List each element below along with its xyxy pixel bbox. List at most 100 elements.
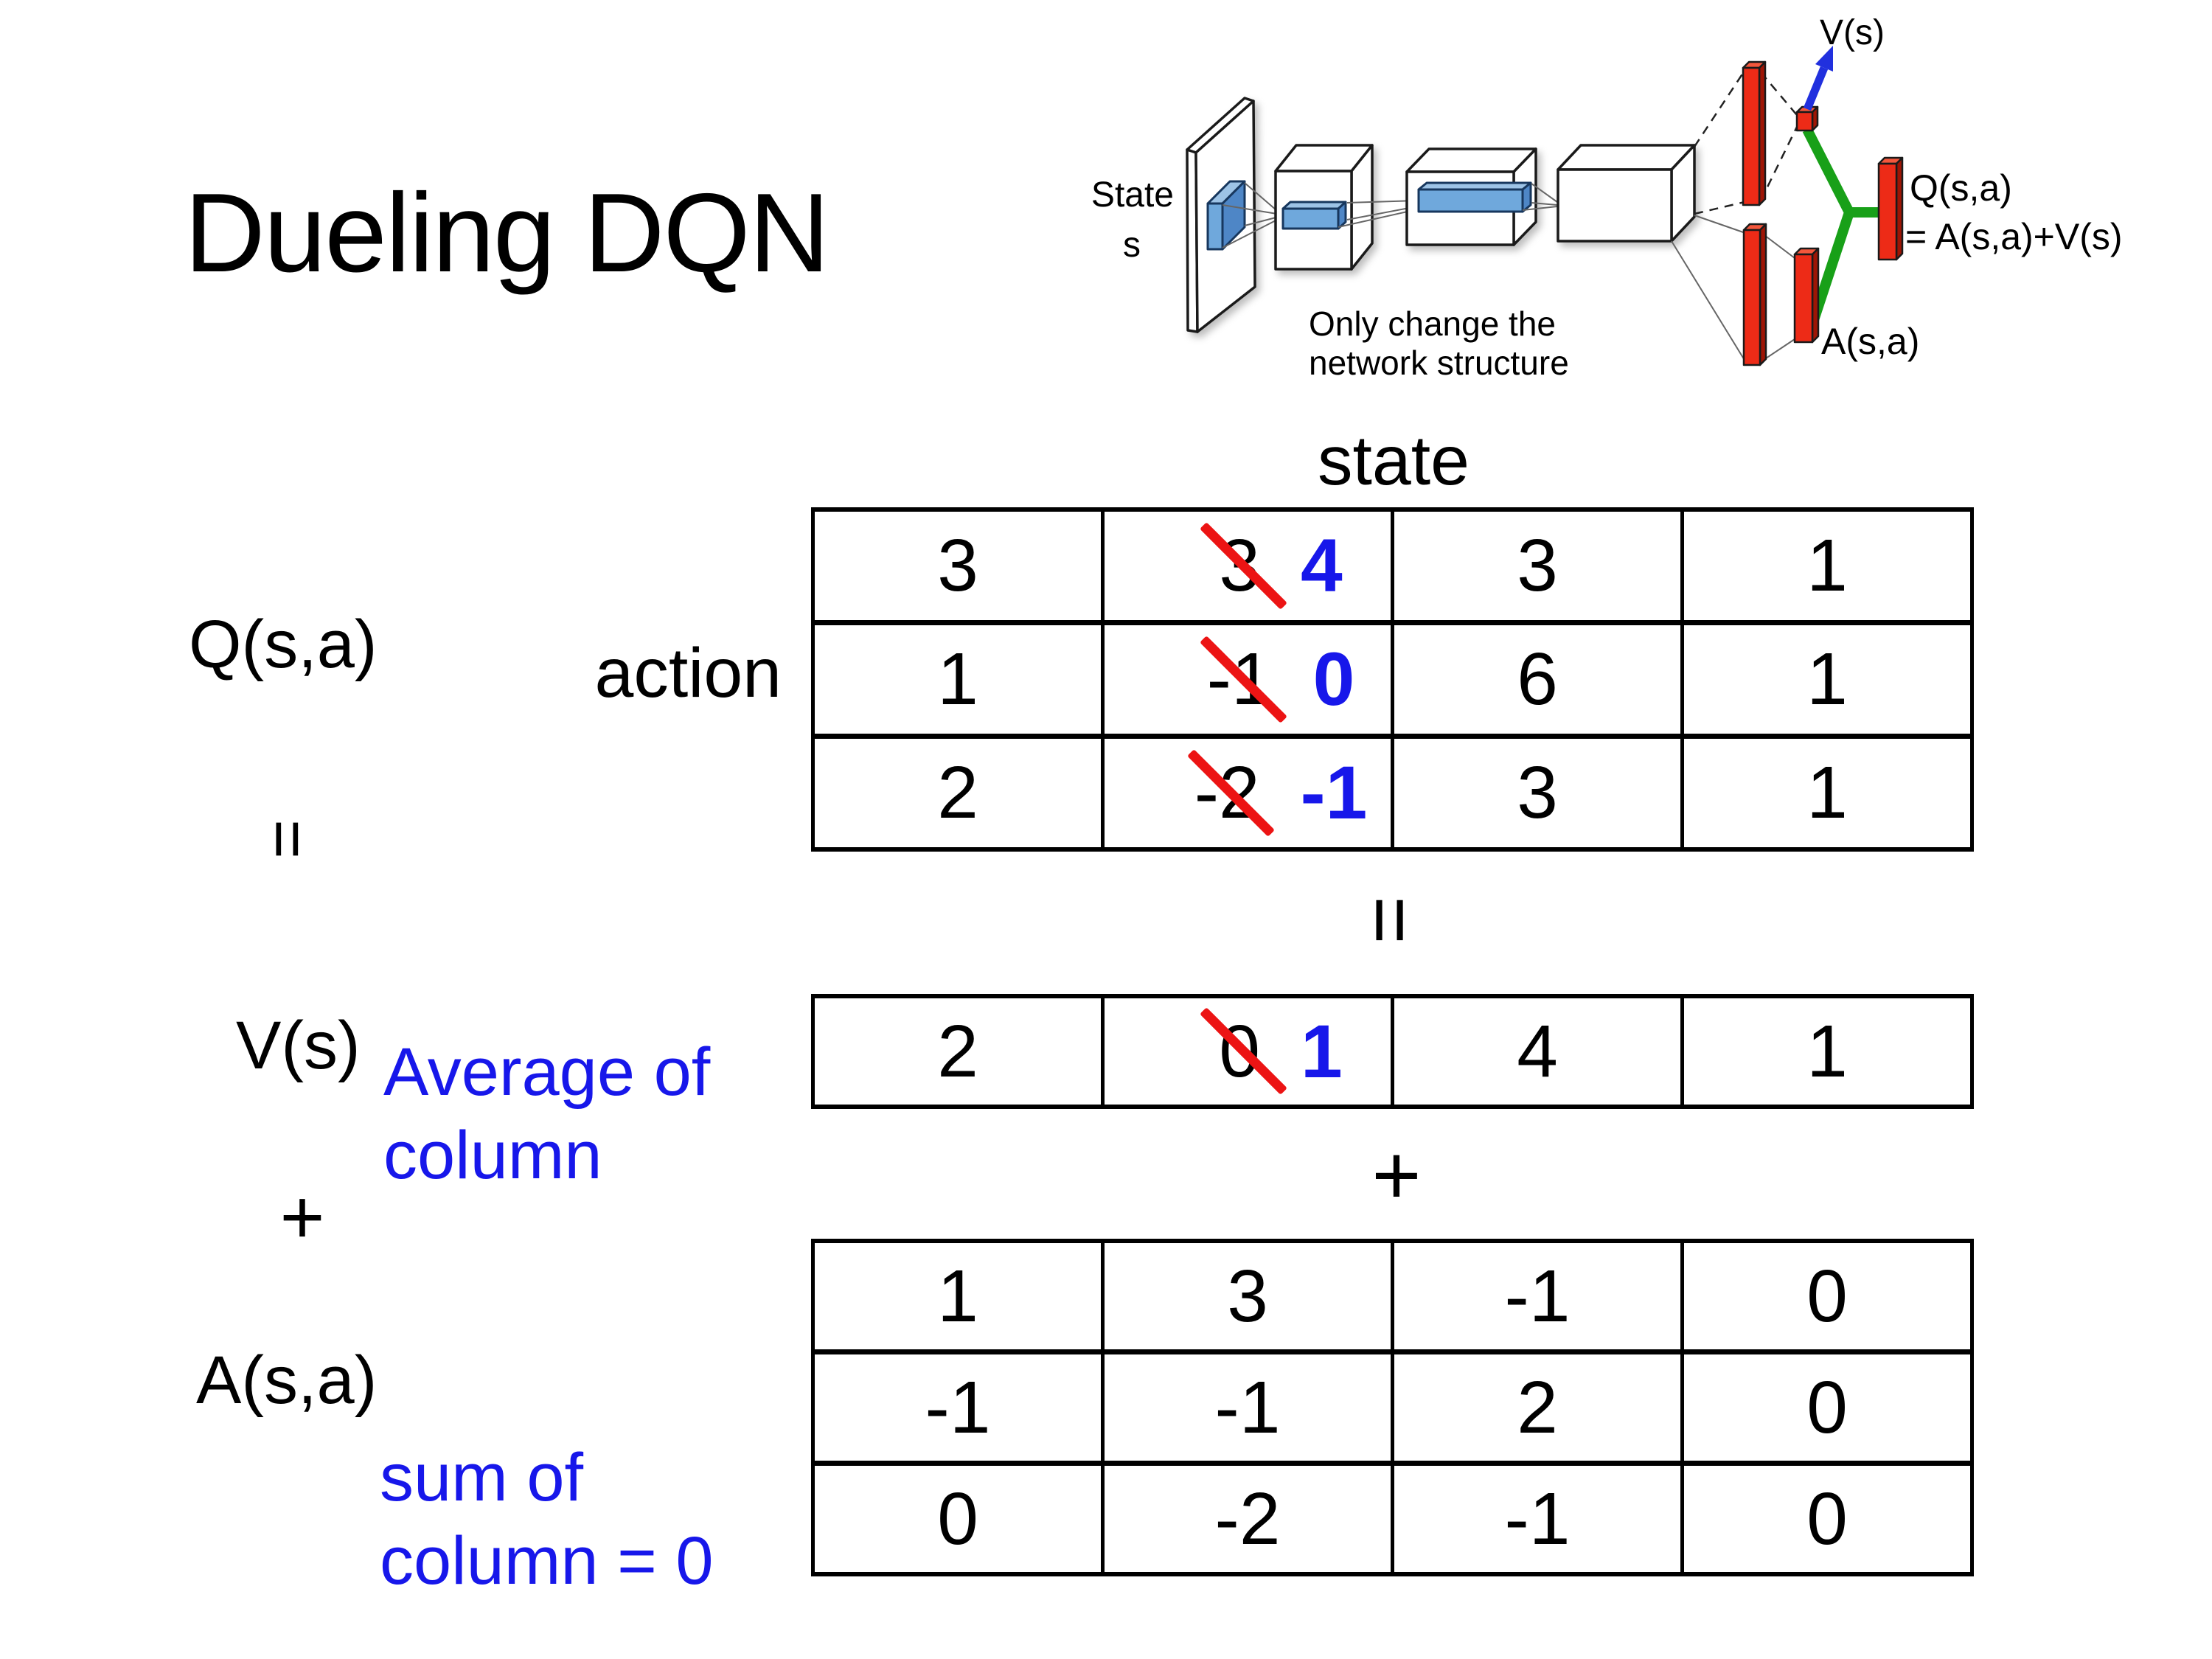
- sum-note-line1: sum of: [380, 1440, 584, 1515]
- red-strike-icon: [1200, 1007, 1288, 1095]
- diagram-note-line2: network structure: [1309, 344, 1569, 382]
- plus-sign-left: +: [279, 1175, 325, 1260]
- table-cell: 1: [1684, 625, 1970, 734]
- table-cell: -1 0: [1105, 625, 1391, 734]
- fc-bar-advantage-stream: [1742, 223, 1767, 366]
- a-function-label: A(s,a): [196, 1343, 378, 1418]
- cell-value: -1: [1504, 1477, 1571, 1560]
- cell-value: 1: [1806, 638, 1848, 720]
- red-strike-icon: [1200, 635, 1288, 723]
- table-row: -1 -1 2 0: [815, 1354, 1970, 1461]
- table-cell: 1: [815, 625, 1101, 734]
- cell-value: 6: [1517, 638, 1558, 720]
- cell-value: 3: [937, 524, 978, 607]
- q-output-bar: [1877, 156, 1904, 261]
- state-header: state: [1318, 422, 1470, 500]
- fan-lines-2: [1338, 200, 1418, 228]
- table-cell: 34: [1105, 512, 1391, 620]
- table-cell: 1: [1684, 998, 1970, 1105]
- red-strike-icon: [1200, 521, 1288, 610]
- plus-sign-center: +: [1371, 1127, 1422, 1222]
- table-cell: -1: [1105, 1354, 1391, 1461]
- equals-sign-center: =: [1345, 896, 1437, 945]
- table-cell: 6: [1394, 625, 1680, 734]
- table-cell: 0: [815, 1466, 1101, 1572]
- new-value: -1: [1300, 751, 1368, 835]
- table-row: 2 -2-1 3 1: [815, 739, 1970, 847]
- table-row: 0 -2 -1 0: [815, 1466, 1970, 1572]
- cell-value: 4: [1517, 1009, 1558, 1093]
- a-value-table: 1 3 -1 0 -1 -1 2 0 0 -2 -1 0: [811, 1239, 1974, 1576]
- cell-value: 2: [937, 1009, 978, 1093]
- diagram-state-label: State: [1091, 175, 1174, 215]
- table-cell: 3: [1394, 512, 1680, 620]
- feature-box-3: [1557, 144, 1696, 243]
- struck-old-value: -1: [1200, 635, 1288, 723]
- table-cell: 0: [1684, 1354, 1970, 1461]
- table-cell: -1: [815, 1354, 1101, 1461]
- average-note-line1: Average of: [383, 1034, 711, 1110]
- table-row: 33431: [815, 512, 1970, 620]
- diagram-a-output-label: A(s,a): [1821, 321, 1919, 362]
- average-note-line2: column: [383, 1118, 602, 1193]
- average-note: Average of column: [383, 1031, 710, 1197]
- feature-slab-2: [1417, 181, 1532, 213]
- feature-slab-1: [1281, 201, 1347, 230]
- value-arrow-icon: [1803, 46, 1833, 111]
- table-cell: 4: [1394, 998, 1680, 1105]
- table-cell: 3: [1394, 739, 1680, 847]
- conv-filter-box: [1206, 180, 1246, 251]
- solid-connections: [1671, 215, 1795, 362]
- cell-value: -1: [1214, 1366, 1281, 1449]
- table-cell: 3: [1105, 1243, 1391, 1349]
- table-row: 1 3 -1 0: [815, 1243, 1970, 1349]
- cell-value: 0: [1806, 1366, 1848, 1449]
- table-cell: 3: [815, 512, 1101, 620]
- table-cell: 1: [815, 1243, 1101, 1349]
- table-cell: 0: [1684, 1466, 1970, 1572]
- q-function-label: Q(s,a): [189, 607, 378, 682]
- table-cell: 1: [1684, 512, 1970, 620]
- table-cell: 01: [1105, 998, 1391, 1105]
- red-strike-icon: [1187, 748, 1276, 837]
- struck-old-value: 3: [1200, 521, 1288, 610]
- cell-value: 3: [1517, 751, 1558, 834]
- table-cell: 2: [815, 739, 1101, 847]
- cell-value: 1: [937, 1254, 978, 1338]
- cell-value: 1: [1806, 524, 1848, 607]
- table-cell: 0: [1684, 1243, 1970, 1349]
- fan-lines-3: [1522, 183, 1558, 211]
- cell-value: 1: [1806, 751, 1848, 834]
- new-value: 0: [1312, 637, 1355, 721]
- dashed-connections: [1693, 70, 1798, 215]
- diagram-q-output-label-line2: = A(s,a)+V(s): [1905, 216, 2123, 257]
- table-row: 20141: [815, 998, 1970, 1105]
- cell-value: 0: [937, 1477, 978, 1560]
- sum-note-line2: column = 0: [380, 1523, 714, 1599]
- cell-value: -2: [1214, 1477, 1281, 1560]
- cell-value: 0: [1806, 1477, 1848, 1560]
- v-value-table: 20141: [811, 994, 1974, 1109]
- merge-connector-green: [1802, 127, 1882, 324]
- table-row: 1 -1 0 6 1: [815, 625, 1970, 734]
- table-cell: -2: [1105, 1466, 1391, 1572]
- action-header: action: [594, 634, 782, 712]
- diagram-q-output-label-line1: Q(s,a): [1910, 167, 2012, 209]
- cell-value: 3: [1227, 1254, 1268, 1338]
- value-unit-box: [1795, 105, 1819, 132]
- advantage-bar: [1793, 247, 1820, 344]
- diagram-state-sub: s: [1123, 226, 1141, 265]
- v-function-label: V(s): [236, 1008, 361, 1083]
- cell-value: 1: [937, 638, 978, 720]
- table-cell: -1: [1394, 1243, 1680, 1349]
- table-cell: -2-1: [1105, 739, 1391, 847]
- cell-value: 2: [937, 751, 978, 834]
- new-value: 1: [1300, 1009, 1343, 1093]
- struck-old-value: 0: [1200, 1007, 1288, 1095]
- cell-value: 0: [1806, 1254, 1848, 1338]
- diagram-v-output-label: V(s): [1820, 15, 1885, 52]
- equals-sign-left: =: [249, 819, 325, 859]
- cell-value: 2: [1517, 1366, 1558, 1449]
